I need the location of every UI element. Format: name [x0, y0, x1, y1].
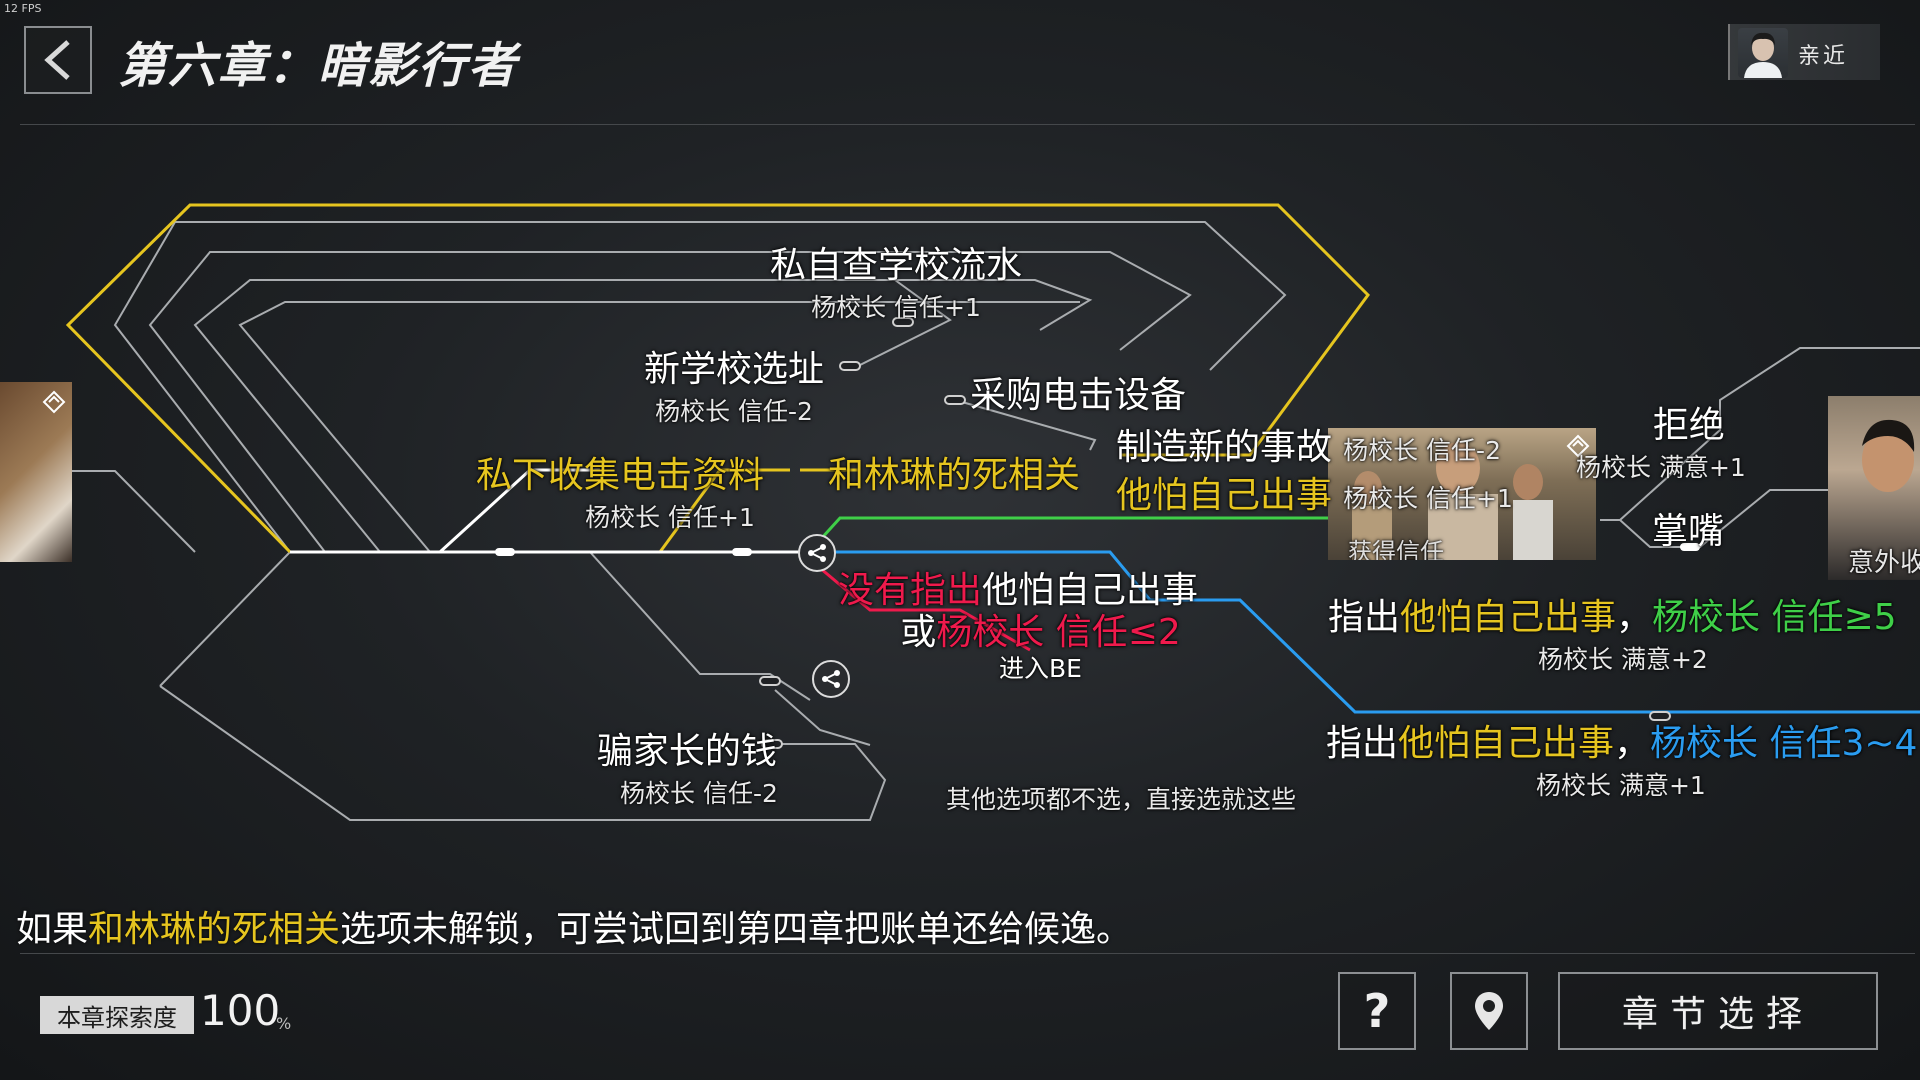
node-effect: 杨校长 满意+2 [1538, 645, 1708, 674]
affinity-label: 亲近 [1798, 44, 1849, 69]
help-button[interactable]: ? [1338, 972, 1416, 1050]
node-title-red: 没有指出 [838, 570, 983, 611]
node-cond: 杨校长 信任≤2 [936, 612, 1181, 653]
node-buy-equipment[interactable]: 采购电击设备 [970, 366, 1186, 418]
node-title: 他怕自己出事 [1116, 475, 1333, 516]
node-title: 私下收集电击资料 [476, 455, 765, 496]
node-new-site[interactable]: 新学校选址 杨校长 信任-2 [644, 340, 824, 428]
node-point-high[interactable]: 指出他怕自己出事，杨校长 信任≥5 杨校长 满意+2 [1328, 588, 1897, 676]
footer-divider [20, 953, 1915, 954]
question-icon: ? [1363, 984, 1391, 1038]
node-result: 进入BE [999, 654, 1082, 683]
node-effect: 杨校长 信任+1 [811, 293, 981, 322]
merge-icon [1566, 434, 1590, 458]
character-avatar [1738, 28, 1788, 78]
portrait-center[interactable]: 获得信任 [1328, 428, 1596, 560]
node-school-water[interactable]: 私自查学校流水 杨校长 信任+1 [770, 236, 1022, 324]
scene-image [1352, 442, 1553, 560]
header-divider [20, 124, 1915, 125]
node-title: 掌嘴 [1652, 511, 1725, 552]
node-collect-data[interactable]: 私下收集电击资料 杨校长 信任+1 [476, 446, 764, 534]
node-effect: 杨校长 信任+1 [1343, 484, 1513, 513]
node-title: 拒绝 [1652, 405, 1725, 446]
scene-image [1862, 419, 1915, 492]
explore-label: 本章探索度 [40, 996, 194, 1034]
node-title: 和林琳的死相关 [828, 455, 1081, 496]
gain-trust-caption: 获得信任 [1348, 538, 1444, 560]
node-title: 制造新的事故 [1116, 427, 1333, 468]
tip-part3: 选项未解锁，可尝试回到第四章把账单还给候逸。 [340, 909, 1133, 950]
node-mid: 他怕自己出事 [1400, 597, 1617, 638]
node-none-selected[interactable]: 其他选项都不选，直接选就这些 [946, 780, 1296, 816]
back-button[interactable] [24, 26, 92, 94]
branch-icon [808, 544, 826, 562]
node-sep: ， [1616, 597, 1653, 638]
chapter-title: 第六章：暗影行者 [118, 38, 519, 94]
node-sep: ， [1614, 723, 1651, 764]
node-linlin-death[interactable]: 和林琳的死相关 [828, 446, 1080, 498]
node-point-mid[interactable]: 指出他怕自己出事，杨校长 信任3~4 杨校长 满意+1 [1326, 714, 1917, 802]
node-effect: 杨校长 信任-2 [620, 779, 778, 808]
node-not-point[interactable]: 没有指出他怕自己出事 或杨校长 信任≤2 进入BE [838, 570, 1198, 684]
branch-icon [822, 670, 840, 688]
node-new-accident[interactable]: 制造新的事故 杨校长 信任-2 [1116, 418, 1501, 470]
node-cheat-parents[interactable]: 骗家长的钱 杨校长 信任-2 [596, 722, 778, 810]
unlock-tip: 如果和林琳的死相关选项未解锁，可尝试回到第四章把账单还给候逸。 [16, 900, 1132, 952]
node-afraid-self[interactable]: 他怕自己出事 杨校长 信任+1 [1116, 466, 1513, 518]
accident-caption: 意外收 [1848, 548, 1920, 578]
node-prefix: 指出 [1328, 597, 1401, 638]
node-cond: 杨校长 信任3~4 [1650, 723, 1918, 764]
node-title: 其他选项都不选，直接选就这些 [946, 785, 1297, 814]
explore-value: 100 [200, 986, 281, 1035]
node-title: 采购电击设备 [970, 375, 1187, 416]
node-title: 新学校选址 [644, 349, 825, 390]
fps-counter: 12 FPS [4, 2, 42, 15]
node-cond: 杨校长 信任≥5 [1652, 597, 1897, 638]
node-mid: 他怕自己出事 [1398, 723, 1615, 764]
node-or: 或 [900, 612, 937, 653]
node-title: 骗家长的钱 [596, 731, 777, 772]
locate-button[interactable] [1450, 972, 1528, 1050]
explore-unit: % [276, 1014, 292, 1033]
node-effect: 杨校长 满意+1 [1576, 453, 1746, 482]
chevron-left-icon [44, 40, 70, 80]
chapter-select-button[interactable]: 章节选择 [1558, 972, 1878, 1050]
tip-highlight: 和林琳的死相关 [88, 909, 341, 950]
tip-part1: 如果 [16, 909, 89, 950]
node-effect: 杨校长 信任+1 [585, 503, 755, 532]
map-pin-icon [1475, 992, 1503, 1030]
node-effect: 杨校长 满意+1 [1536, 771, 1706, 800]
branch-node-lower[interactable] [812, 660, 850, 698]
node-effect: 杨校长 信任-2 [1343, 436, 1501, 465]
node-refuse[interactable]: 拒绝 杨校长 满意+1 [1576, 396, 1746, 484]
node-effect: 杨校长 信任-2 [655, 397, 813, 426]
node-title: 私自查学校流水 [770, 245, 1023, 286]
affinity-badge[interactable]: 亲近 [1728, 24, 1880, 80]
branch-node-upper[interactable] [798, 534, 836, 572]
portrait-right[interactable]: 意外收 [1828, 396, 1920, 580]
node-title-white: 他怕自己出事 [982, 570, 1199, 611]
portrait-left[interactable] [0, 382, 72, 562]
node-shut-up[interactable]: 掌嘴 [1652, 502, 1724, 554]
merge-icon [42, 390, 66, 414]
node-prefix: 指出 [1326, 723, 1399, 764]
